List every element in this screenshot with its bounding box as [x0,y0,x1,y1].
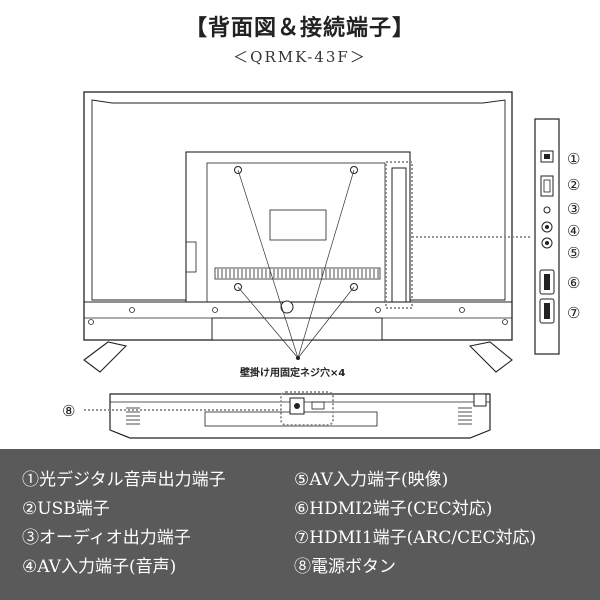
tv-body-inner-line [91,99,506,301]
legend-item-usb: ②USB端子 [22,499,110,519]
power-indicator [311,401,325,410]
foot-left [83,341,128,373]
legend-item-power: ⑧電源ボタン [294,557,396,577]
bottom-stand-stub [473,393,487,407]
power-button-highlight [280,391,334,426]
optical-port-inner [544,154,550,159]
port-marker-6: ⑥ [567,274,580,292]
port-marker-2: ② [567,176,580,194]
usb-port [540,175,554,197]
center-knob [280,300,294,314]
base-bar [211,317,383,341]
legend-item-av-audio: ④AV入力端子(音声) [22,557,177,577]
port-marker-5: ⑤ [567,244,580,262]
page-title: 【背面図＆接続端子】 [184,15,415,41]
usb-port-inner [543,179,551,193]
hdmi2-port-inner [544,274,550,290]
rear-port-highlight [385,161,413,309]
rear-housing [185,151,411,303]
foot-right [468,341,513,373]
legend-panel: ①光デジタル音声出力端子 ②USB端子 ③オーディオ出力端子 ④AV入力端子(音… [0,449,600,600]
port-marker-1: ① [567,150,580,168]
wall-mount-label: 壁掛け用固定ネジ穴×4 [240,366,345,379]
rear-housing-inner [206,162,386,303]
legend-item-optical: ①光デジタル音声出力端子 [22,470,226,490]
port-marker-7: ⑦ [567,304,580,322]
bottom-vents [126,407,472,425]
center-panel [269,209,327,241]
audio-out-port [543,206,551,214]
frame-screws [88,307,508,325]
av-video-port-inner [545,241,549,245]
model-number: ＜QRMK-43F＞ [233,48,367,66]
legend-item-av-video: ⑤AV入力端子(映像) [294,470,449,490]
power-button-marker: ⑧ [62,402,75,420]
hdmi1-port-inner [544,303,550,319]
rear-port-column [391,167,407,303]
mount-pointer-lines [237,169,355,359]
side-port-recess [185,241,197,273]
power-button-dot [294,403,300,409]
legend-item-hdmi1: ⑦HDMI1端子(ARC/CEC対応) [294,528,537,548]
port-marker-4: ④ [567,222,580,240]
legend-item-audio-out: ③オーディオ出力端子 [22,528,191,548]
av-audio-port-inner [545,225,549,229]
tv-rear-diagram: 壁掛け用固定ネジ穴×4 ① ② ③ ④ ⑤ ⑥ ⑦ ⑧ [62,91,580,439]
tv-bottom-view [109,393,491,439]
port-marker-3: ③ [567,200,580,218]
vent-grille [214,267,381,280]
legend-item-hdmi2: ⑥HDMI2端子(CEC対応) [294,499,493,519]
pointer-dot [296,356,300,360]
